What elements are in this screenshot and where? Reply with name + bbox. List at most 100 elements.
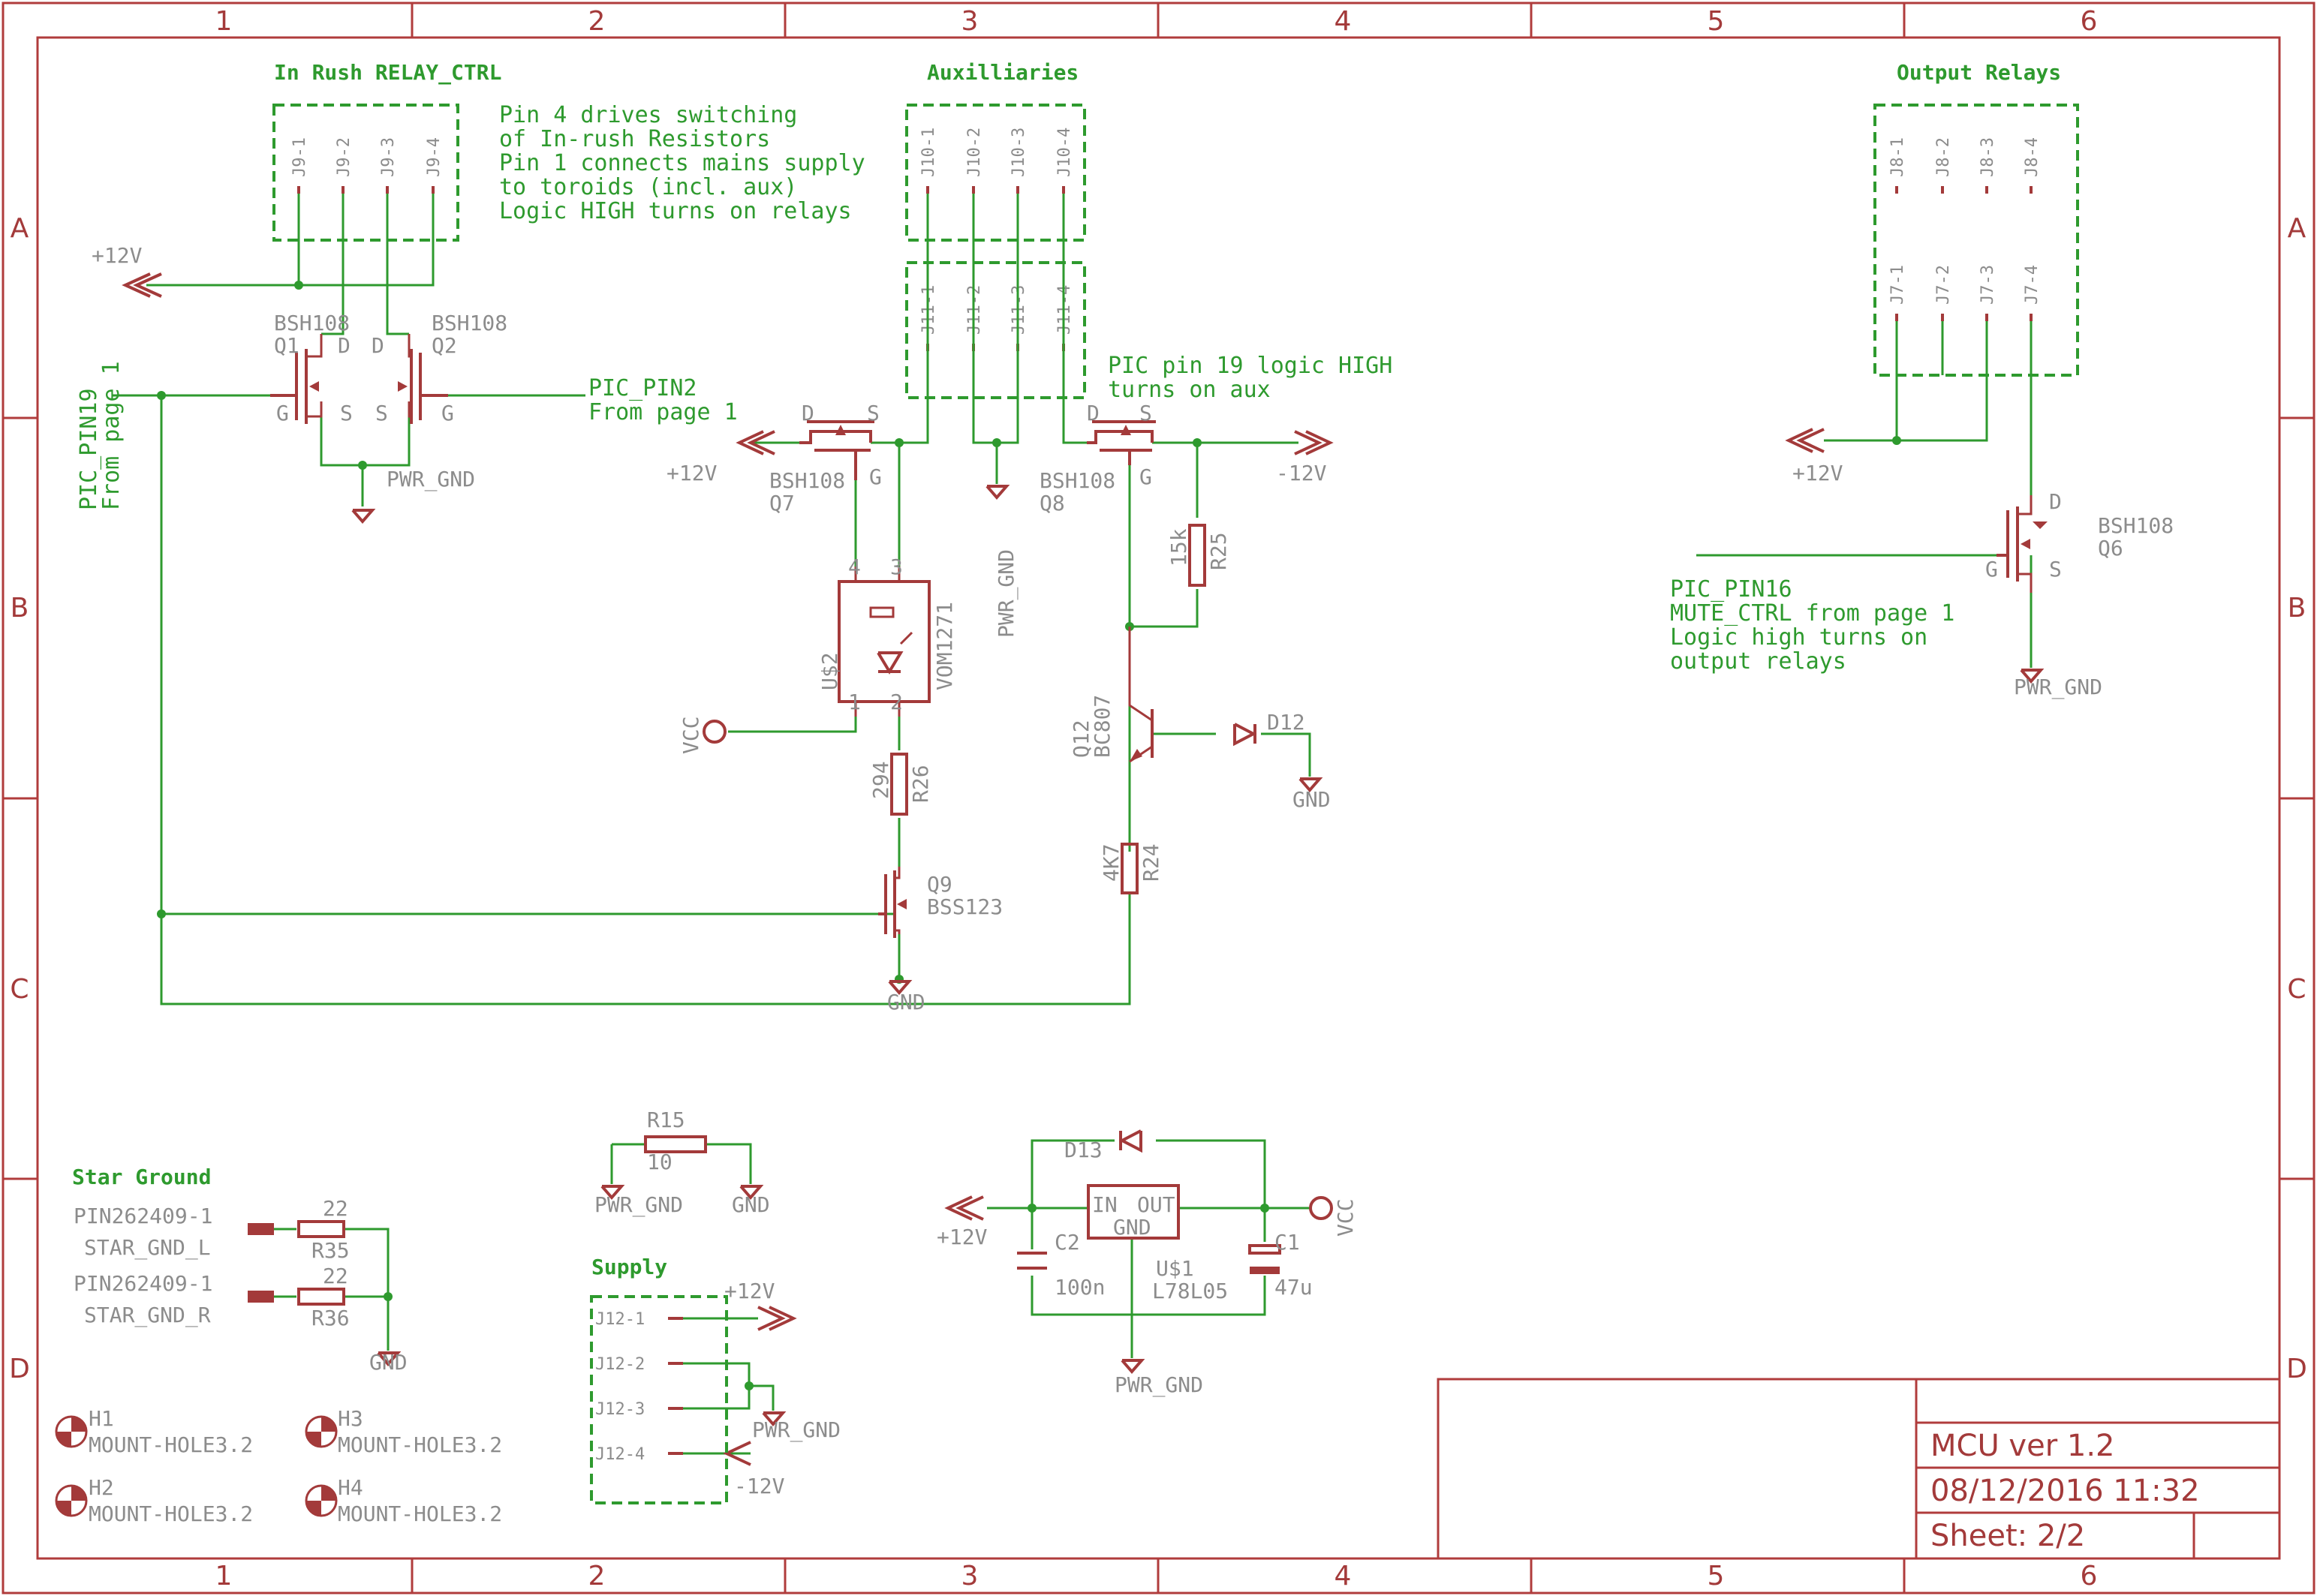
pin-label: J7-3 [1978,265,1997,305]
pin-label: J10-3 [1010,128,1028,177]
note-line: Logic high turns on [1670,624,1927,651]
pin-label: J9-2 [335,137,354,177]
pin-label: J9-3 [379,137,398,177]
pin-name: S [2049,557,2062,582]
col-label: 5 [1708,1561,1725,1591]
pin-name: D [338,333,351,358]
section-title-star: Star Ground [72,1165,211,1189]
net-label-pic2: PIC_PIN2 [588,375,697,401]
col-label: 2 [588,6,606,37]
diode-d12: D12 [1233,710,1305,747]
capacitor-c1: C1 47u [1248,1230,1313,1300]
connector-j8-j7: J8-1 J8-2 J8-3 J8-4 J7-1 J7-2 J7-3 J7-4 [1873,104,2079,377]
net-label: GND [732,1192,770,1217]
note-line: Pin 4 drives switching [499,102,797,128]
pin-name: G [1139,464,1152,489]
row-label: A [2288,213,2306,244]
sheet-datetime: 08/12/2016 11:32 [1930,1474,2200,1508]
pin-name: G [441,401,454,425]
mosfet-q1: BSH108 Q1 D G S [270,311,353,425]
pin-name: G [276,401,289,425]
power-m12v-supply: -12V [723,1441,785,1498]
part-value: 10 [647,1150,673,1174]
pin-name: IN [1092,1192,1118,1217]
mosfet-q6: BSH108 Q6 D G S [1985,489,2174,593]
pin-name: S [340,401,353,425]
part-ref: R25 [1206,532,1231,570]
net-label: PWR_GND [2014,675,2102,700]
resistor-r24: 4K7 R24 [1099,843,1163,894]
part-value: VOM1271 [932,602,957,690]
note-line: to toroids (incl. aux) [499,174,797,200]
row-label: C [10,974,29,1005]
pin-ref: PIN262409-1 [74,1204,212,1228]
resistor-r35: 22 R35 PIN262409-1 STAR_GND_L [74,1196,350,1263]
part-ref: Q6 [2098,536,2123,561]
part-value: 4K7 [1099,843,1124,882]
section-title-inrush: In Rush RELAY_CTRL [274,60,501,85]
part-ref: R35 [311,1238,350,1263]
part-ref: H4 [338,1475,363,1500]
vcc-terminal-regulator: VCC [1309,1196,1358,1237]
col-label: 3 [961,6,979,37]
mute-note: PIC_PIN16 MUTE_CTRL from page 1 Logic hi… [1670,576,1954,675]
part-value: 15k [1166,528,1191,567]
junctions [157,281,1901,1390]
col-label: 1 [215,1561,233,1591]
pin-name: G [869,464,882,489]
net-label: +12V [937,1225,988,1249]
pin-label: J7-4 [2023,265,2042,305]
net-label: VCC [1333,1198,1358,1237]
pin-label: J10-4 [1055,128,1074,177]
col-label: 6 [2081,6,2098,37]
net-label: -12V [1276,461,1327,485]
pic19-label: PIC_PIN19 From page 1 [76,361,125,510]
net-label: STAR_GND_R [84,1303,211,1328]
net-label: STAR_GND_L [84,1235,211,1261]
net-label-pic19: PIC_PIN19 [76,388,102,510]
pin-label: J8-3 [1978,137,1997,177]
ground-gnd-q9: GND [887,980,925,1014]
vcc-terminal-optocoupler: VCC [679,716,727,754]
mosfet-q2: BSH108 Q2 D G S [372,311,507,425]
connector-j12: J12-1 J12-2 J12-3 J12-4 [590,1295,728,1504]
net-label-pic19-origin: From page 1 [98,361,125,510]
section-title-output: Output Relays [1897,60,2061,85]
net-label: GND [1292,787,1331,812]
pin-name: D [802,401,814,425]
net-label-pic2-origin: From page 1 [588,399,738,425]
capacitor-c2: C2 100n [1017,1230,1105,1300]
pin-label: J7-2 [1934,265,1953,305]
power-m12v-aux: -12V [1276,430,1334,485]
part-ref: Q1 [274,333,299,358]
pin-number: 3 [890,555,903,579]
power-p12v-output: +12V [1785,428,1843,485]
ground-supply: PWR_GND [752,1411,841,1443]
ground-star: GND [369,1350,408,1375]
part-ref: R24 [1139,843,1163,882]
row-labels-right: A B C D [2286,213,2307,1384]
note-line: output relays [1670,648,1846,675]
part-value: 100n [1055,1275,1105,1300]
pin-ref: PIN262409-1 [74,1271,212,1296]
col-label: 4 [1335,6,1352,37]
pin-number: 2 [890,690,903,714]
ground-gnd-d12: GND [1292,777,1331,812]
net-label: PWR_GND [594,1192,683,1218]
part-value: 47u [1274,1275,1313,1300]
pin-number: 1 [848,690,861,714]
power-p12v-regulator: +12V [937,1195,988,1249]
part-ref: U$1 [1156,1256,1194,1281]
aux-note: PIC pin 19 logic HIGH turns on aux [1108,353,1392,403]
part-value: L78L05 [1152,1279,1228,1303]
net-label: +12V [667,461,718,485]
pin-label: J12-2 [595,1355,645,1374]
sheet-number: Sheet: 2/2 [1930,1519,2085,1553]
net-label: GND [369,1350,408,1375]
resistor-r15: R15 10 [644,1108,707,1174]
part-value: BSS123 [927,894,1003,919]
pin-name: S [867,401,880,425]
row-label: A [11,213,29,244]
